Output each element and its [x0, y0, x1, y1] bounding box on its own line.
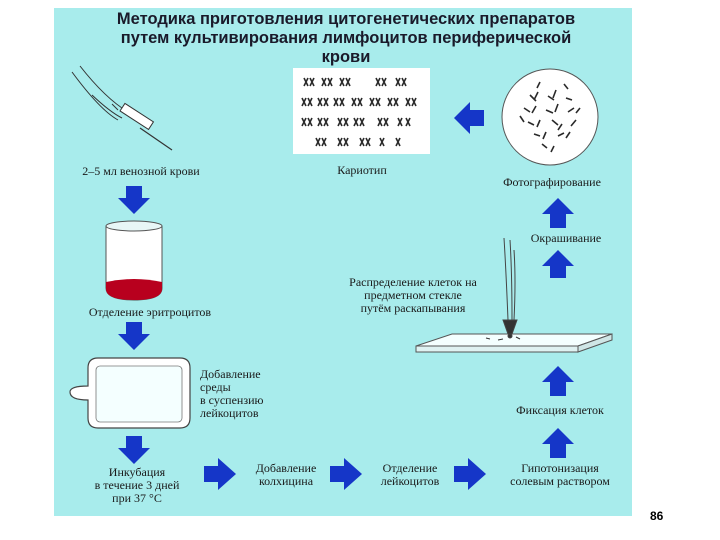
arrow-up-2: [542, 366, 574, 396]
karyotype-illustration: [293, 68, 430, 154]
medium-line-3: в суспензию: [200, 393, 264, 407]
glass-slide-illustration: [415, 333, 613, 353]
label-spreading: Распределение клеток на предметном стекл…: [330, 276, 496, 315]
colchicine-line-1: Добавление: [255, 461, 317, 475]
arrow-up-1: [542, 428, 574, 458]
flow-arrows: [118, 102, 574, 490]
medium-line-2: среды: [200, 380, 231, 394]
label-hypotonization: Гипотонизация солевым раствором: [490, 462, 630, 488]
label-fixation: Фиксация клеток: [516, 403, 604, 417]
culture-flask-illustration: [69, 357, 191, 429]
label-blood: 2–5 мл венозной крови: [82, 164, 200, 178]
arrow-right-2: [330, 458, 362, 490]
arrow-right-1: [204, 458, 236, 490]
spreading-line-3: путём раскапывания: [360, 301, 466, 315]
spreading-line-1: Распределение клеток на: [349, 275, 477, 289]
page-title: Методика приготовления цитогенетических …: [60, 10, 632, 67]
arrow-down-3: [118, 436, 150, 464]
arrow-left-1: [454, 102, 484, 134]
label-staining: Окрашивание: [530, 231, 602, 245]
leukocytes-line-1: Отделение: [382, 461, 438, 475]
title-line-3: крови: [321, 48, 371, 66]
page-number: 86: [650, 509, 664, 523]
arrow-down-2: [118, 322, 150, 350]
arrow-up-4: [542, 198, 574, 228]
title-line-1: Методика приготовления цитогенетических …: [116, 10, 576, 28]
label-leukocytes: Отделение лейкоцитов: [362, 462, 458, 488]
colchicine-line-2: колхицина: [258, 474, 314, 488]
arrow-right-3: [454, 458, 486, 490]
arrow-down-1: [118, 186, 150, 214]
syringe-illustration: [71, 65, 173, 151]
incubation-line-1: Инкубация: [108, 465, 166, 479]
incubation-line-3: при 37 °С: [112, 491, 162, 505]
incubation-line-2: в течение 3 дней: [94, 478, 180, 492]
leukocytes-line-2: лейкоцитов: [380, 474, 440, 488]
metaphase-plate-illustration: [501, 68, 599, 166]
label-medium: Добавление среды в суспензию лейкоцитов: [200, 368, 290, 420]
arrow-up-3: [542, 250, 574, 278]
pipette-illustration: [502, 237, 518, 339]
spreading-line-2: предметном стекле: [364, 288, 462, 302]
blood-layer: [106, 279, 162, 300]
hypotonization-line-2: солевым раствором: [510, 474, 610, 488]
hypotonization-line-1: Гипотонизация: [521, 461, 599, 475]
label-photography: Фотографирование: [503, 175, 601, 189]
title-line-2: путем культивирования лимфоцитов перифер…: [120, 29, 572, 47]
test-tube-illustration: [105, 220, 163, 301]
label-incubation: Инкубация в течение 3 дней при 37 °С: [74, 466, 200, 505]
medium-line-4: лейкоцитов: [200, 406, 259, 420]
label-colchicine: Добавление колхицина: [236, 462, 336, 488]
label-karyotype: Кариотип: [337, 163, 387, 177]
label-erythrocytes: Отделение эритроцитов: [88, 305, 212, 319]
medium-line-1: Добавление: [200, 367, 261, 381]
